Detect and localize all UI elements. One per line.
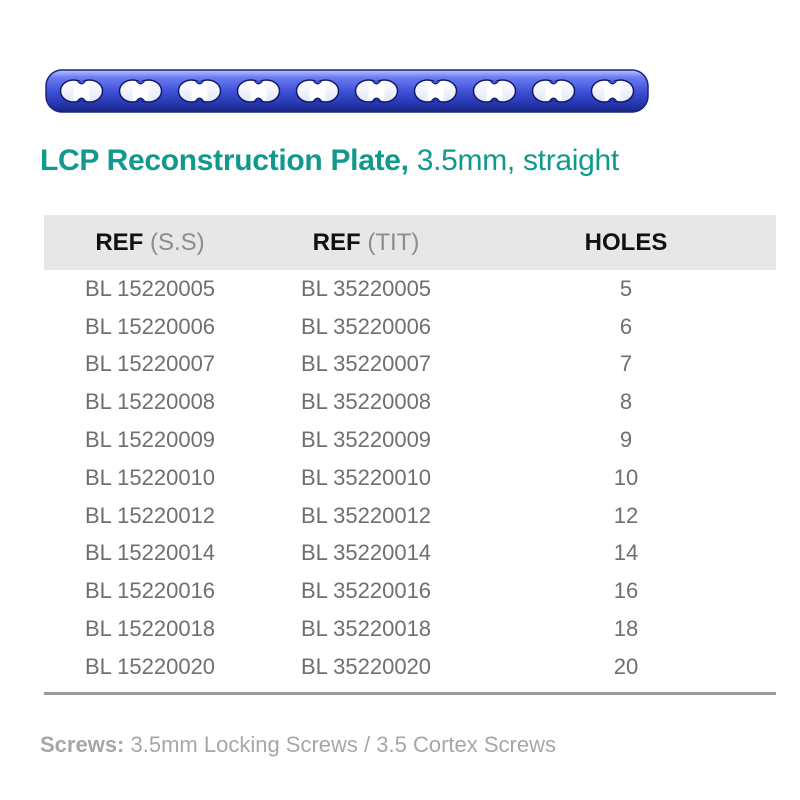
ref-tit-cell: BL 35220009 (300, 427, 432, 453)
table-row: BL 15220005 BL 35220005 5 (44, 270, 776, 308)
table-row: BL 15220009 BL 35220009 9 (44, 421, 776, 459)
table-row: BL 15220012 BL 35220012 12 (44, 497, 776, 535)
product-title: LCP Reconstruction Plate, 3.5mm, straigh… (40, 144, 619, 178)
ref-ss-cell: BL 15220020 (84, 653, 216, 679)
ref-tit-cell: BL 35220007 (300, 351, 432, 377)
ref-tit-cell: BL 35220010 (300, 464, 432, 490)
holes-cell: 14 (613, 540, 639, 566)
table-row: BL 15220020 BL 35220020 20 (44, 648, 776, 686)
holes-cell: 9 (619, 427, 633, 453)
ref-tit-cell: BL 35220005 (300, 275, 432, 301)
table-row: BL 15220014 BL 35220014 14 (44, 535, 776, 573)
product-spec: 3.5mm, straight (408, 144, 620, 177)
ref-ss-cell: BL 15220008 (84, 389, 216, 415)
holes-cell: 6 (619, 313, 633, 339)
plate-hole (118, 79, 163, 103)
table-row: BL 15220006 BL 35220006 6 (44, 308, 776, 346)
ref-ss-cell: BL 15220014 (84, 540, 216, 566)
plate-hole (59, 79, 104, 103)
plate-hole (295, 79, 340, 103)
holes-cell: 10 (613, 464, 639, 490)
plate-hole (531, 79, 576, 103)
product-name: LCP Reconstruction Plate, (40, 144, 409, 177)
ref-tit-cell: BL 35220020 (300, 653, 432, 679)
plate-hole (472, 79, 517, 103)
table-row: BL 15220018 BL 35220018 18 (44, 610, 776, 648)
table-bottom-rule (44, 692, 776, 695)
header-ref-tit: REF (TIT) (312, 228, 420, 256)
ref-ss-cell: BL 15220018 (84, 616, 216, 642)
table-row: BL 15220010 BL 35220010 10 (44, 459, 776, 497)
reconstruction-plate-image (44, 64, 650, 118)
screws-note: Screws: 3.5mm Locking Screws / 3.5 Corte… (40, 732, 556, 758)
holes-cell: 16 (613, 578, 639, 604)
ref-tit-cell: BL 35220018 (300, 616, 432, 642)
plate-hole (354, 79, 399, 103)
ref-ss-cell: BL 15220006 (84, 313, 216, 339)
ref-tit-cell: BL 35220014 (300, 540, 432, 566)
holes-cell: 18 (613, 616, 639, 642)
screws-text: 3.5mm Locking Screws / 3.5 Cortex Screws (124, 732, 556, 757)
header-ref-ss: REF (S.S) (95, 228, 205, 256)
header-holes: HOLES (584, 228, 668, 256)
table-header-row: REF (S.S) REF (TIT) HOLES (44, 215, 776, 270)
holes-cell: 12 (613, 502, 639, 528)
plate-hole (413, 79, 458, 103)
holes-cell: 20 (613, 653, 639, 679)
screws-label: Screws: (40, 732, 125, 757)
holes-cell: 8 (619, 389, 633, 415)
ref-ss-cell: BL 15220016 (84, 578, 216, 604)
ref-ss-cell: BL 15220010 (84, 464, 216, 490)
table-row: BL 15220007 BL 35220007 7 (44, 346, 776, 384)
plate-hole (177, 79, 222, 103)
ref-ss-cell: BL 15220009 (84, 427, 216, 453)
table-row: BL 15220008 BL 35220008 8 (44, 383, 776, 421)
holes-cell: 5 (619, 275, 633, 301)
ref-tit-cell: BL 35220006 (300, 313, 432, 339)
holes-cell: 7 (619, 351, 633, 377)
ref-ss-cell: BL 15220007 (84, 351, 216, 377)
ref-tit-cell: BL 35220012 (300, 502, 432, 528)
ref-ss-cell: BL 15220012 (84, 502, 216, 528)
table-row: BL 15220016 BL 35220016 16 (44, 572, 776, 610)
plate-hole (590, 79, 635, 103)
plate-hole (236, 79, 281, 103)
ref-tit-cell: BL 35220008 (300, 389, 432, 415)
ref-tit-cell: BL 35220016 (300, 578, 432, 604)
ref-ss-cell: BL 15220005 (84, 275, 216, 301)
